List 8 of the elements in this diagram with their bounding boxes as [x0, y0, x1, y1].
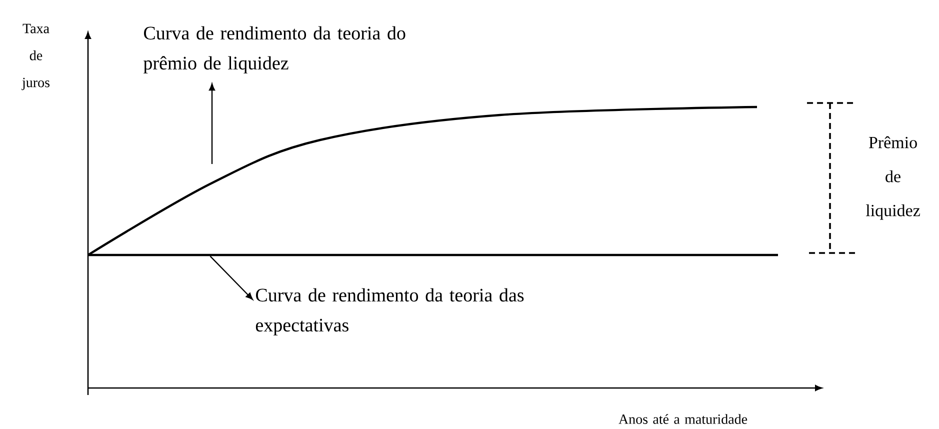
- yield-curve: [87, 106, 758, 256]
- axis-label: Prêmio de liquidez: [866, 136, 920, 220]
- axis-label: Taxa de juros: [22, 24, 50, 90]
- curve-label: Curva de rendimento da teoria das expectativas: [256, 288, 524, 336]
- arrow: [210, 256, 253, 300]
- axis-label: Anos até a maturidade: [618, 414, 748, 424]
- curve-label: Curva de rendimento da teoria do prêmio de liquidez: [144, 26, 406, 74]
- arrow: [208, 83, 216, 164]
